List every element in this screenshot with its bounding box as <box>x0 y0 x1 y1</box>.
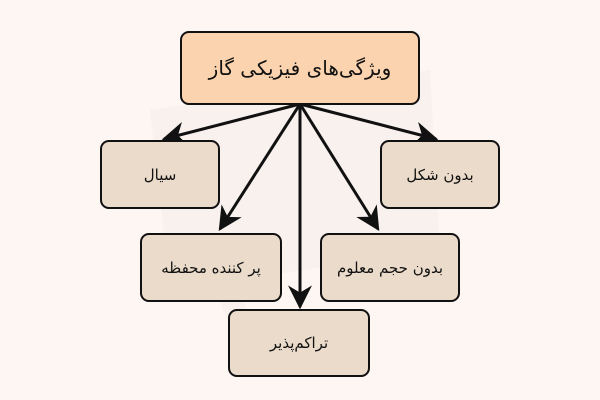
node-label: بدون شکل <box>406 165 474 184</box>
arrow-to-shapeless <box>299 102 439 146</box>
node-shapeless: بدون شکل <box>380 140 500 209</box>
node-label: بدون حجم معلوم <box>336 258 444 277</box>
node-fluid: سیال <box>100 140 220 209</box>
root-label: ویژگی‌های فیزیکی گاز <box>208 56 392 80</box>
node-no-definite-volume: بدون حجم معلوم <box>320 233 460 302</box>
node-label: سیال <box>143 165 177 184</box>
node-label: پر کننده محفظه <box>161 258 261 277</box>
root-node: ویژگی‌های فیزیکی گاز <box>180 31 420 105</box>
arrow-to-fills-container <box>218 103 302 232</box>
node-label: تراکم‌پذیر <box>269 334 329 352</box>
node-fills-container: پر کننده محفظه <box>140 233 282 302</box>
arrow-to-no-volume <box>298 103 380 232</box>
node-compressible: تراکم‌پذیر <box>228 309 370 377</box>
arrow-to-fluid <box>161 102 301 146</box>
